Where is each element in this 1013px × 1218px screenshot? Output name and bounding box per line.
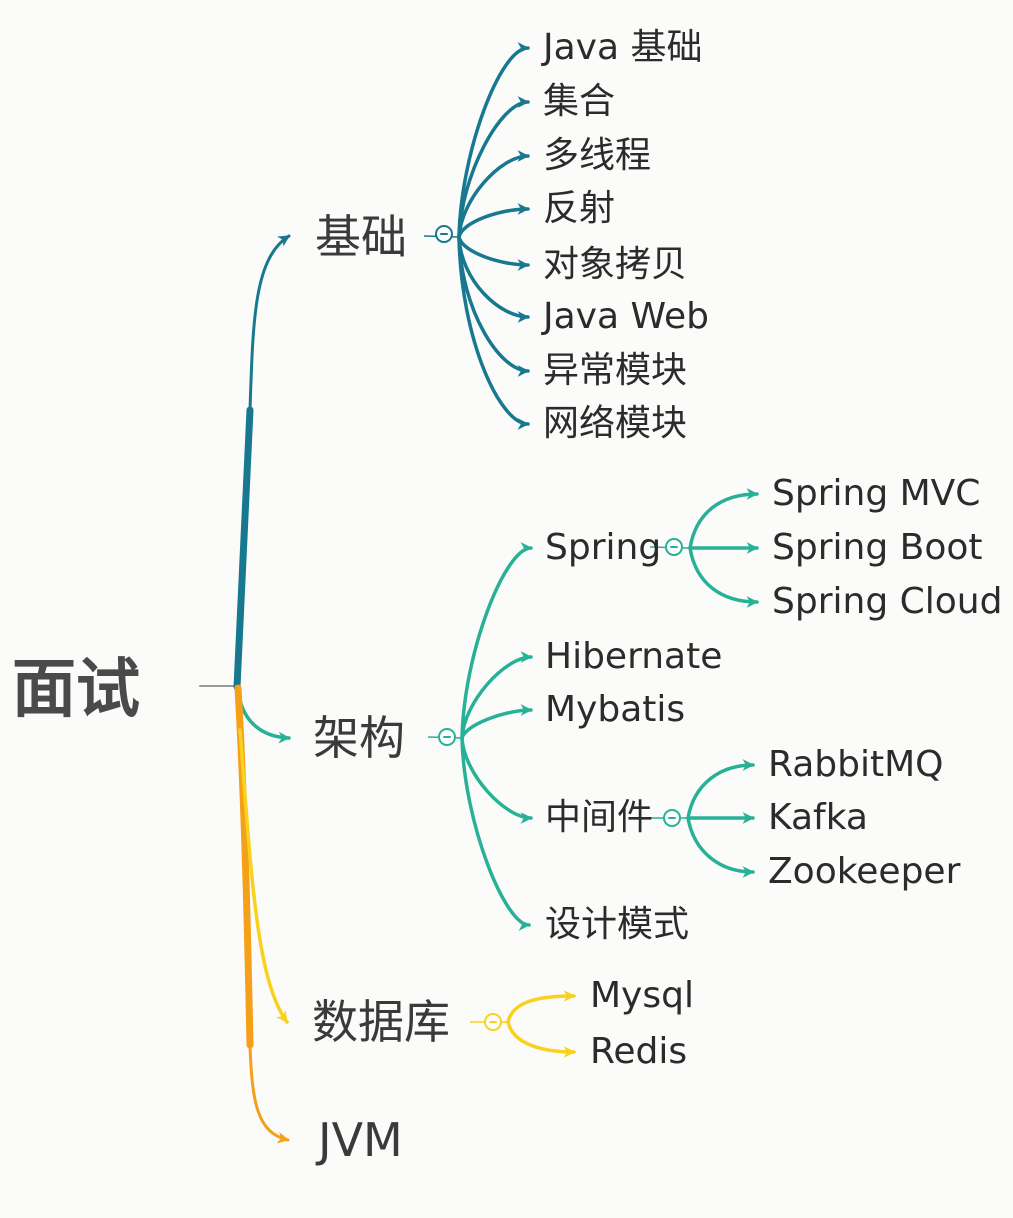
node-java-basics[interactable]: Java 基础 <box>543 27 703 68</box>
node-object-copy[interactable]: 对象拷贝 <box>543 244 688 285</box>
minus-icon <box>489 1021 497 1023</box>
node-java-web[interactable]: Java Web <box>543 296 709 337</box>
edge-root-database <box>238 728 289 1024</box>
minus-icon <box>668 817 676 819</box>
edge-basics-network-module <box>457 235 530 430</box>
minus-icon <box>670 546 678 548</box>
node-design-patterns[interactable]: 设计模式 <box>545 904 690 945</box>
node-rabbitmq[interactable]: RabbitMQ <box>768 744 944 785</box>
node-zookeeper[interactable]: Zookeeper <box>768 851 961 892</box>
node-spring-boot[interactable]: Spring Boot <box>772 527 983 568</box>
edge-architecture-mybatis <box>460 704 533 740</box>
branch-architecture[interactable]: 架构 <box>313 711 405 765</box>
node-mysql[interactable]: Mysql <box>590 975 694 1016</box>
collapse-toggle-middleware[interactable] <box>663 809 681 827</box>
edge-trunk-basics <box>233 406 254 691</box>
node-spring-mvc[interactable]: Spring MVC <box>772 473 981 514</box>
node-collections[interactable]: 集合 <box>543 81 616 122</box>
edge-basics-collections <box>457 96 530 239</box>
edge-database-mysql <box>506 990 576 1024</box>
edge-basics-reflection <box>457 203 530 239</box>
node-exception-module[interactable]: 异常模块 <box>543 350 688 391</box>
node-redis[interactable]: Redis <box>590 1031 688 1072</box>
node-spring[interactable]: Spring <box>545 527 662 568</box>
branch-basics[interactable]: 基础 <box>315 210 407 264</box>
root-node[interactable]: 面试 <box>12 653 140 727</box>
node-middleware[interactable]: 中间件 <box>545 797 654 838</box>
node-hibernate[interactable]: Hibernate <box>545 636 723 677</box>
branch-jvm[interactable]: JVM <box>318 1113 403 1167</box>
edge-spring-cloud <box>688 546 759 608</box>
node-spring-cloud[interactable]: Spring Cloud <box>772 581 1003 622</box>
node-kafka[interactable]: Kafka <box>768 797 868 838</box>
collapse-toggle-spring[interactable] <box>665 538 683 556</box>
edge-architecture-middleware <box>460 736 533 824</box>
edge-middleware-rabbitmq <box>686 759 755 820</box>
node-reflection[interactable]: 反射 <box>543 188 616 229</box>
collapse-toggle-architecture[interactable] <box>438 728 456 746</box>
edge-database-redis <box>506 1020 576 1058</box>
node-mybatis[interactable]: Mybatis <box>545 689 686 730</box>
node-multithreading[interactable]: 多线程 <box>543 135 652 176</box>
edge-spring-mvc <box>688 488 759 550</box>
edge-architecture-design-patterns <box>460 736 531 931</box>
node-network-module[interactable]: 网络模块 <box>543 403 688 444</box>
edge-architecture-hibernate <box>460 651 533 740</box>
collapse-toggle-basics[interactable] <box>435 225 453 243</box>
edge-basics-object-copy <box>457 235 530 271</box>
collapse-toggle-database[interactable] <box>484 1013 502 1031</box>
edge-basics-multithreading <box>457 150 530 239</box>
minus-icon <box>443 736 451 738</box>
edge-architecture-spring <box>460 542 533 740</box>
edge-root-architecture <box>237 694 291 744</box>
branch-database[interactable]: 数据库 <box>312 995 450 1049</box>
edge-trunk-jvm-arrow <box>248 1043 290 1144</box>
edge-trunk-basics-arrow <box>248 234 291 412</box>
edge-middleware-zookeeper <box>686 816 755 878</box>
minus-icon <box>440 233 448 235</box>
